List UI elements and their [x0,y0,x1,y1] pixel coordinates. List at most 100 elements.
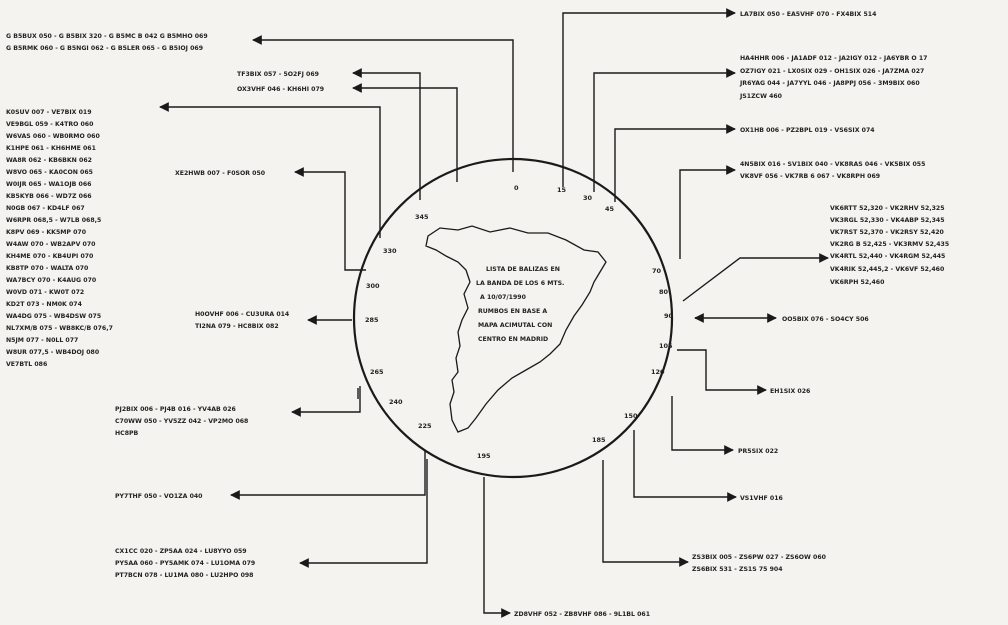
group-right-7-line: VS1VHF 016 [740,495,783,502]
group-top-left-2: TF3BIX 057 - 5O2FJ 069 OX3VHF 046 - KH6H… [237,71,324,93]
group-bottom-left-line: CX1CC 020 - ZP5AA 024 - LU8YYO 059 [115,548,247,555]
group-right-4: OO5BIX 076 - SO4CY 506 [782,316,869,323]
bearing-90: 90 [664,312,674,320]
arrow-top-right-1 [562,8,736,187]
group-left-5: PY7THF 050 - VO1ZA 040 [115,493,203,500]
left-list-line: K1HPE 061 - KH6HME 061 [6,145,96,152]
left-list-line: KD2T 073 - NM0K 074 [6,301,83,308]
center-line-1: LISTA DE BALIZAS EN [486,266,560,273]
group-left-4: PJ2BIX 006 - PJ4B 016 - YV4AB 026 C70WW … [115,406,248,437]
bearing-70: 70 [652,267,662,275]
group-top-right-2: HA4HHR 006 - JA1ADF 012 - JA2IGY 012 - J… [739,55,927,100]
arrow-left-2 [294,167,366,271]
group-left-3-line: H0OVHF 006 - CU3URA 014 [195,311,290,318]
group-top-left-1-line: G B5RMK 060 - G B5NGI 062 - G B5LER 065 … [6,45,203,52]
group-right-5: EH1SIX 026 [770,388,810,395]
group-right-4-line: OO5BIX 076 - SO4CY 506 [782,316,869,323]
left-list-line: N0GB 067 - KD4LF 067 [6,205,85,212]
bearing-150: 150 [624,412,638,420]
group-left-2-line: XE2HWB 007 - F0SOR 050 [175,170,266,177]
bearing-80: 80 [659,288,669,296]
group-bottom-right-line: ZS6BIX 531 - ZS1S 75 904 [692,566,783,573]
group-right-1: OX1HB 006 - PZ2BPL 019 - VS6SIX 074 [740,127,875,134]
left-list-line: W0VD 071 - KW0T 072 [6,289,84,296]
group-right-3-line: VK7RST 52,370 - VK2RSY 52,420 [830,229,945,236]
arrow-left-4 [291,386,361,417]
group-right-7: VS1VHF 016 [740,495,783,502]
arrow-top-right-2 [593,68,736,192]
group-right-3-line: VK4RIK 52,445,2 - VK6VF 52,460 [830,266,945,273]
bearing-345: 345 [415,213,429,221]
group-bottom-center: ZD8VHF 052 - ZB8VHF 086 - 9L1BL 061 [514,611,650,618]
arrow-right-5 [677,349,767,395]
group-bottom-left-line: PY5AA 060 - PY5AMK 074 - LU1OMA 079 [115,560,255,567]
group-left-4-line: PJ2BIX 006 - PJ4B 016 - YV4AB 026 [115,406,236,413]
group-right-5-line: EH1SIX 026 [770,388,810,395]
group-left-3-line: TI2NA 079 - HC8BIX 082 [195,323,279,330]
group-top-left-2-line: OX3VHF 046 - KH6HI 079 [237,86,324,93]
arrow-right-3 [682,253,829,302]
group-right-3-line: VK2RG B 52,425 - VK3RMV 52,435 [830,241,949,248]
bearing-185: 185 [592,436,606,444]
arrow-left-5 [230,450,426,500]
group-right-3: VK6RTT 52,320 - VK2RHV 52,325 VK3RGL 52,… [830,205,949,286]
arrow-top-left-2 [352,83,458,182]
center-line-4: RUMBOS EN BASE A [478,308,547,315]
left-list-line: WA8R 062 - KB6BKN 062 [6,157,92,164]
arrow-bottom-right [602,460,689,567]
group-right-3-line: VK6RTT 52,320 - VK2RHV 52,325 [830,205,945,212]
arrow-right-7 [633,430,737,502]
group-right-3-line: VK3RGL 52,330 - VK4ABP 52,345 [830,217,945,224]
arrow-right-1 [614,124,736,202]
arrow-bottom-center [483,477,511,618]
group-bottom-center-line: ZD8VHF 052 - ZB8VHF 086 - 9L1BL 061 [514,611,650,618]
group-left-2: XE2HWB 007 - F0SOR 050 [175,170,266,177]
arrow-right-2 [679,165,736,259]
left-list-line: KB5KYB 066 - WD7Z 066 [6,193,92,200]
bearing-labels: 0 15 30 45 70 80 90 105 120 150 185 195 … [365,184,674,460]
group-right-3-line: VK6RPH 52,460 [830,279,885,286]
left-list-line: NL7XM/B 075 - WB8KC/B 076,7 [6,325,113,332]
spain-map-outline [425,225,607,433]
left-list-line: W0IJR 065 - WA1OJB 066 [6,181,91,188]
leader-arrows [159,8,829,618]
arrow-left-list [159,102,381,238]
center-line-2: LA BANDA DE LOS 6 MTS. [476,280,564,287]
left-list-line: W8UR 077,5 - WB4DOJ 080 [6,349,100,356]
azimuth-circle [352,157,674,479]
left-list-line: W6VAS 060 - WB0RMO 060 [6,133,100,140]
group-right-3-line: VK4RTL 52,440 - VK4RGM 52,445 [830,253,945,260]
center-caption: LISTA DE BALIZAS EN LA BANDA DE LOS 6 MT… [476,266,564,343]
group-right-2: 4N5BIX 016 - SV1BIX 040 - VK8RAS 046 - V… [740,161,925,180]
center-line-6: CENTRO EN MADRID [478,336,548,343]
group-top-right-1: LA7BIX 050 - EA5VHF 070 - FX4BIX 514 [740,11,877,18]
bearing-300: 300 [366,282,380,290]
group-left-4-line: HC8PB [115,430,139,437]
bearing-30: 30 [583,194,593,202]
left-list-line: W4AW 070 - WB2APV 070 [6,241,96,248]
bearing-120: 120 [651,368,665,376]
bearing-330: 330 [383,247,397,255]
group-top-right-2-line: HA4HHR 006 - JA1ADF 012 - JA2IGY 012 - J… [740,55,927,62]
left-list-line: K0SUV 007 - VE7BIX 019 [6,109,92,116]
group-bottom-right-line: ZS3BIX 005 - ZS6PW 027 - ZS6OW 060 [692,554,827,561]
bearing-105: 105 [659,342,673,350]
group-left-list: K0SUV 007 - VE7BIX 019 VE9BGL 059 - K4TR… [6,109,113,368]
left-list-line: KB8TP 070 - WALTA 070 [6,265,89,272]
group-left-3: H0OVHF 006 - CU3URA 014 TI2NA 079 - HC8B… [195,311,290,330]
group-right-6: PR5SIX 022 [738,448,778,455]
arrow-top-left-1 [252,35,514,172]
group-top-left-2-line: TF3BIX 057 - 5O2FJ 069 [237,71,319,78]
bearing-285: 285 [365,316,379,324]
group-right-1-line: OX1HB 006 - PZ2BPL 019 - VS6SIX 074 [740,127,875,134]
group-top-left-1-line: G B5BUX 050 - G B5BIX 320 - G B5MC B 042… [6,33,208,40]
bearing-195: 195 [477,452,491,460]
bearing-15: 15 [557,186,567,194]
group-left-4-line: C70WW 050 - YV5ZZ 042 - VP2MO 068 [115,418,248,425]
bearing-225: 225 [418,422,432,430]
bearing-0: 0 [514,184,519,192]
bearing-45: 45 [605,205,615,213]
group-left-5-line: PY7THF 050 - VO1ZA 040 [115,493,203,500]
group-right-2-line: 4N5BIX 016 - SV1BIX 040 - VK8RAS 046 - V… [740,161,925,168]
